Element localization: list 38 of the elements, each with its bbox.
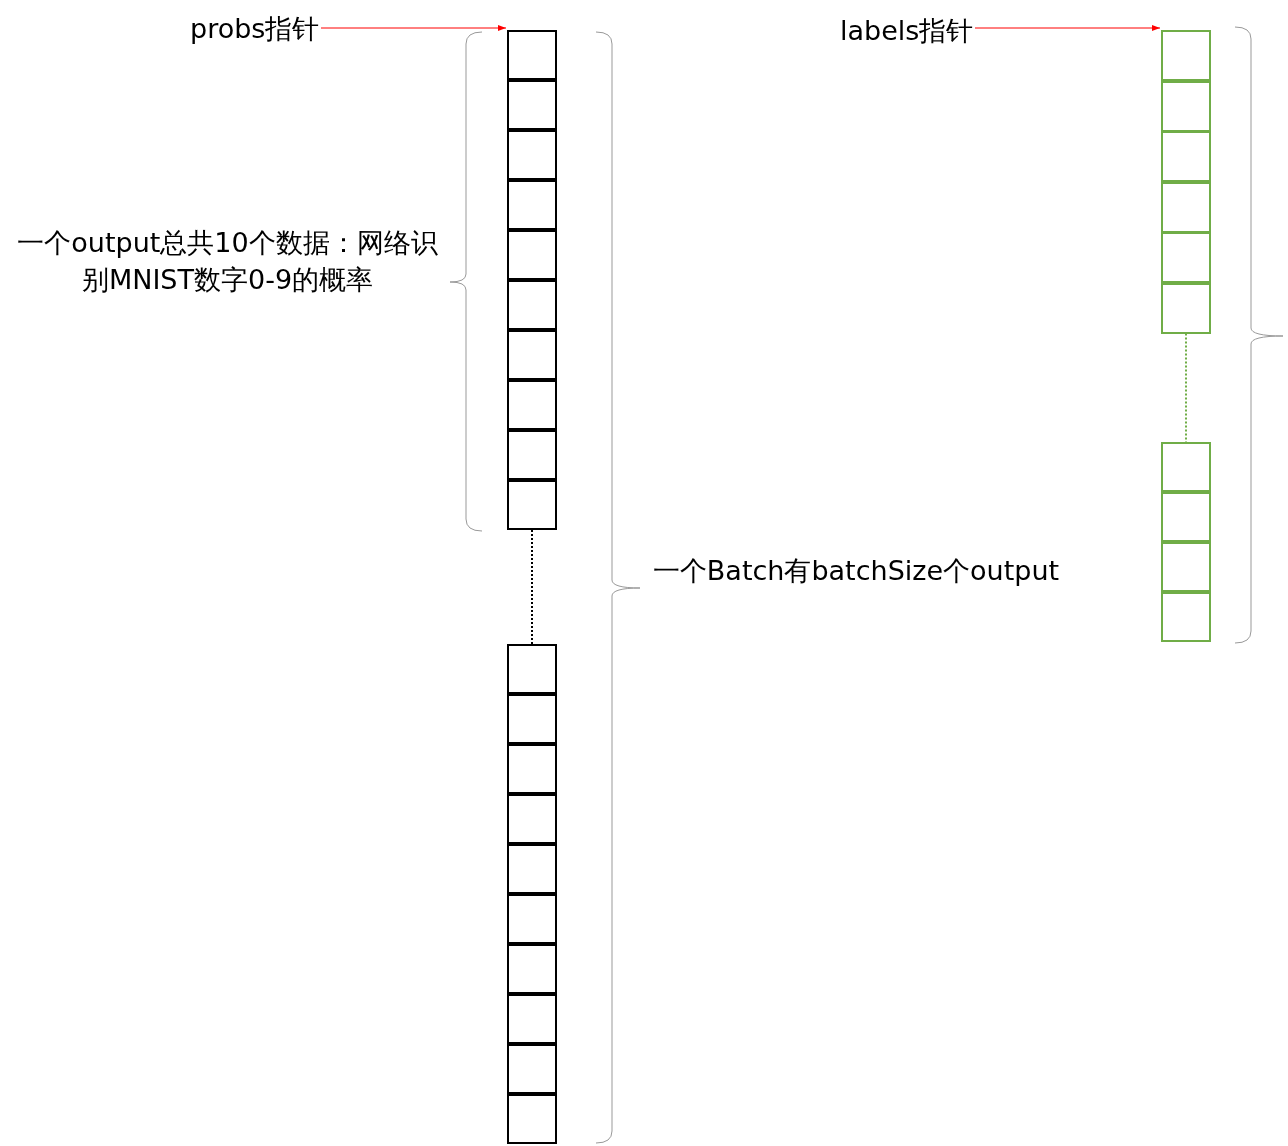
- prob-cell: [507, 80, 557, 130]
- prob-cell: [507, 894, 557, 944]
- label-cell: [1161, 442, 1211, 492]
- label-cell: [1161, 282, 1211, 334]
- label-cell: [1161, 542, 1211, 592]
- label-cell: [1161, 181, 1211, 233]
- label-cell: [1161, 492, 1211, 542]
- prob-cell: [507, 644, 557, 694]
- pointer-label: labels指针: [840, 14, 974, 52]
- label-cell: [1161, 80, 1211, 132]
- label-cell: [1161, 232, 1211, 283]
- prob-cell: [507, 230, 557, 280]
- prob-cell: [507, 794, 557, 844]
- prob-cell: [507, 1094, 557, 1144]
- prob-cell: [507, 430, 557, 480]
- prob-cell: [507, 694, 557, 744]
- prob-cell: [507, 844, 557, 894]
- label-cell: [1161, 131, 1211, 182]
- prob-cell: [507, 480, 557, 530]
- prob-cell: [507, 380, 557, 430]
- annotation-text: 一个Batch有batchSize个output: [651, 554, 1061, 588]
- label-cell: [1161, 592, 1211, 642]
- pointer-arrow: [974, 25, 1161, 31]
- pointer-arrow: [320, 25, 507, 31]
- prob-cell: [507, 944, 557, 994]
- prob-cell: [507, 280, 557, 330]
- dotted-connector: [1185, 332, 1187, 443]
- prob-cell: [507, 994, 557, 1044]
- pointer-label: probs指针: [190, 12, 320, 50]
- prob-cell: [507, 330, 557, 380]
- prob-cell: [507, 180, 557, 230]
- prob-cell: [507, 1044, 557, 1094]
- prob-cell: [507, 744, 557, 794]
- label-cell: [1161, 30, 1211, 81]
- prob-cell: [507, 130, 557, 180]
- prob-cell: [507, 30, 557, 80]
- dotted-connector: [531, 529, 533, 645]
- annotation-text: 一个output总共10个数据：网络识别MNIST数字0-9的概率: [16, 226, 439, 297]
